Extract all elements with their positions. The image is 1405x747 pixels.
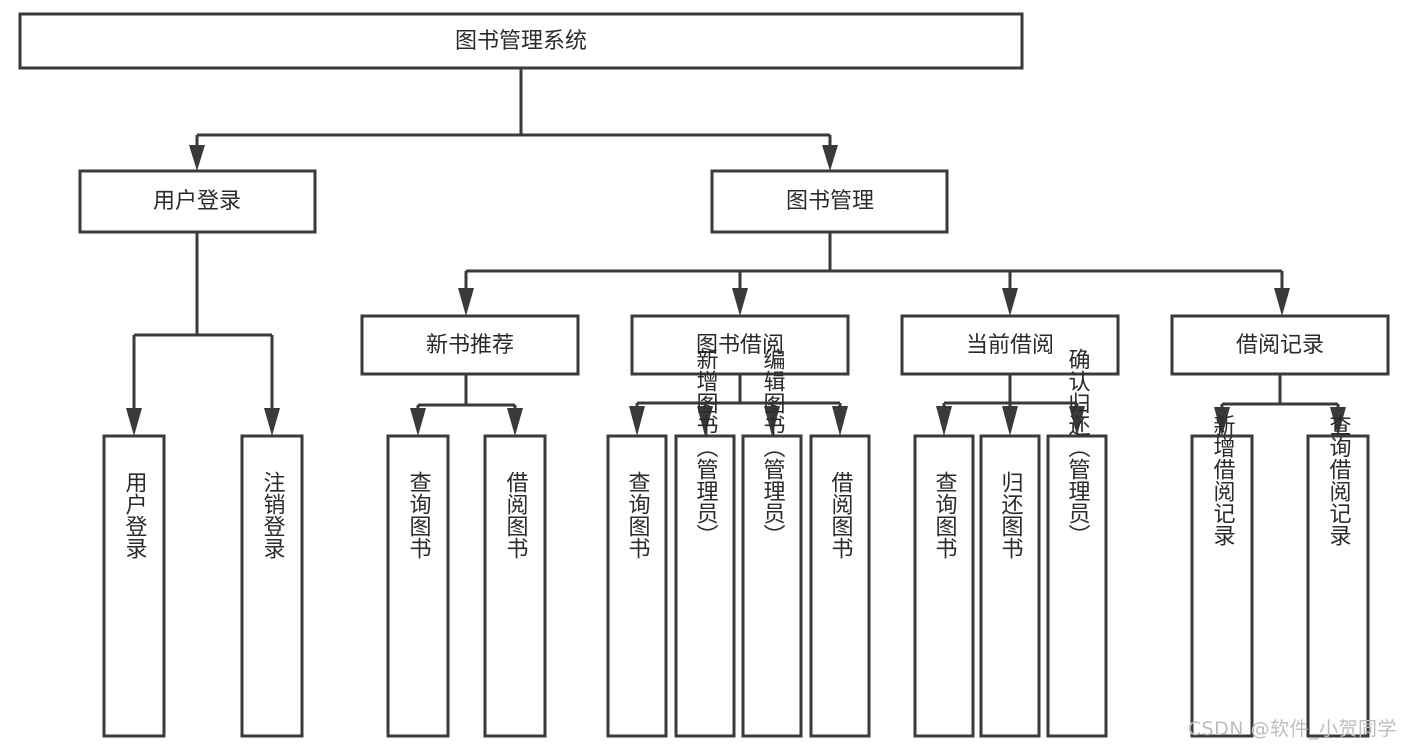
- node-current-borrow[interactable]: 当前借阅: [900, 314, 1120, 376]
- node-leaf-return-book-box[interactable]: [979, 434, 1041, 738]
- node-leaf-query-book-3[interactable]: 查询图书: [913, 434, 975, 738]
- node-leaf-confirm-return-box[interactable]: [1046, 434, 1108, 738]
- edge-group-root: [189, 68, 838, 171]
- node-leaf-query-book-1-box[interactable]: [386, 434, 450, 738]
- edge-group-user-login: [126, 232, 280, 436]
- node-leaf-query-record[interactable]: 查询借阅记录: [1306, 414, 1370, 738]
- node-leaf-confirm-return-label: 确认归还（管理员）: [1065, 348, 1091, 546]
- node-leaf-add-record[interactable]: 新增借阅记录: [1190, 414, 1254, 738]
- node-root-box[interactable]: [18, 12, 1024, 70]
- node-leaf-return-book[interactable]: 归还图书: [979, 434, 1041, 738]
- node-leaf-query-book-3-label: 查询图书: [932, 471, 958, 559]
- arrow-user-login-to-leaf2: [264, 408, 280, 436]
- edge-group-book-borrow: [629, 374, 848, 436]
- arrow-cb-to-leaf3: [1069, 406, 1085, 436]
- node-leaf-add-book-box[interactable]: [674, 434, 736, 738]
- arrow-bm-to-new-book-recommend: [458, 288, 474, 316]
- node-leaf-borrow-book-1-label: 借阅图书: [503, 471, 529, 559]
- node-borrow-record-label: 借阅记录: [1236, 333, 1324, 358]
- arrow-root-to-user-login: [189, 145, 205, 171]
- node-leaf-borrow-book-1[interactable]: 借阅图书: [483, 434, 547, 738]
- node-leaf-user-login[interactable]: 用户登录: [102, 434, 166, 738]
- node-current-borrow-label: 当前借阅: [966, 333, 1054, 358]
- node-leaf-user-logout-label: 注销登录: [260, 471, 286, 559]
- arrow-br-to-leaf1: [1214, 407, 1230, 436]
- node-leaf-user-logout-box[interactable]: [240, 434, 304, 738]
- node-leaf-add-book-label: 新增图书（管理员）: [693, 348, 719, 546]
- arrow-bb-to-leaf1: [629, 406, 645, 436]
- node-leaf-query-book-1-label: 查询图书: [406, 471, 432, 559]
- node-leaf-query-book-1[interactable]: 查询图书: [386, 434, 450, 738]
- node-leaf-add-record-label: 新增借阅记录: [1210, 414, 1236, 546]
- arrow-bm-to-book-borrow: [732, 288, 748, 316]
- arrow-cb-to-leaf2: [1002, 406, 1018, 436]
- node-book-borrow[interactable]: 图书借阅: [630, 314, 850, 376]
- arrow-root-to-book-management: [822, 145, 838, 171]
- node-root-book-management-system[interactable]: 图书管理系统: [18, 12, 1024, 70]
- node-borrow-record[interactable]: 借阅记录: [1170, 314, 1390, 376]
- node-leaf-query-record-label: 查询借阅记录: [1326, 414, 1352, 546]
- node-user-login-box[interactable]: [78, 169, 317, 234]
- arrow-bb-to-leaf2: [697, 406, 713, 436]
- node-book-borrow-box[interactable]: [630, 314, 850, 376]
- node-leaf-query-record-box[interactable]: [1306, 434, 1370, 738]
- node-leaf-user-logout[interactable]: 注销登录: [240, 434, 304, 738]
- node-leaf-add-record-box[interactable]: [1190, 434, 1254, 738]
- node-root-label: 图书管理系统: [455, 29, 587, 54]
- node-leaf-add-book[interactable]: 新增图书（管理员）: [674, 348, 736, 738]
- node-current-borrow-box[interactable]: [900, 314, 1120, 376]
- node-leaf-query-book-2-box[interactable]: [606, 434, 668, 738]
- arrow-bb-to-leaf3: [764, 406, 780, 436]
- node-borrow-record-box[interactable]: [1170, 314, 1390, 376]
- edge-group-borrow-record: [1214, 374, 1346, 436]
- node-leaf-edit-book-label: 编辑图书（管理员）: [760, 348, 786, 546]
- node-leaf-borrow-book-1-box[interactable]: [483, 434, 547, 738]
- node-leaf-return-book-label: 归还图书: [998, 471, 1024, 559]
- arrow-nbr-to-leaf1: [410, 408, 426, 436]
- node-leaf-confirm-return[interactable]: 确认归还（管理员）: [1046, 348, 1108, 738]
- arrow-br-to-leaf2: [1330, 407, 1346, 436]
- edge-group-new-book-recommend: [410, 374, 523, 436]
- node-leaf-edit-book-box[interactable]: [741, 434, 803, 738]
- node-leaf-user-login-label: 用户登录: [122, 471, 148, 559]
- edge-group-current-borrow: [936, 374, 1085, 436]
- arrow-bm-to-borrow-record: [1274, 288, 1290, 316]
- node-new-book-recommend-label: 新书推荐: [426, 333, 514, 358]
- arrow-nbr-to-leaf2: [507, 408, 523, 436]
- node-user-login[interactable]: 用户登录: [78, 169, 317, 234]
- node-new-book-recommend-box[interactable]: [360, 314, 580, 376]
- node-leaf-query-book-2[interactable]: 查询图书: [606, 434, 668, 738]
- node-user-login-label: 用户登录: [153, 189, 241, 214]
- arrow-cb-to-leaf1: [936, 406, 952, 436]
- node-leaf-borrow-book-2[interactable]: 借阅图书: [809, 434, 871, 738]
- node-book-management[interactable]: 图书管理: [710, 169, 949, 234]
- node-leaf-borrow-book-2-box[interactable]: [809, 434, 871, 738]
- node-leaf-borrow-book-2-label: 借阅图书: [828, 471, 854, 559]
- arrow-user-login-to-leaf1: [126, 408, 142, 436]
- arrow-bb-to-leaf4: [832, 406, 848, 436]
- node-new-book-recommend[interactable]: 新书推荐: [360, 314, 580, 376]
- node-leaf-query-book-3-box[interactable]: [913, 434, 975, 738]
- node-leaf-user-login-box[interactable]: [102, 434, 166, 738]
- edge-group-book-management: [458, 232, 1290, 316]
- node-book-management-box[interactable]: [710, 169, 949, 234]
- node-book-management-label: 图书管理: [786, 189, 874, 214]
- node-leaf-edit-book[interactable]: 编辑图书（管理员）: [741, 348, 803, 738]
- arrow-bm-to-current-borrow: [1002, 288, 1018, 316]
- node-leaf-query-book-2-label: 查询图书: [625, 471, 651, 559]
- node-book-borrow-label: 图书借阅: [696, 333, 784, 358]
